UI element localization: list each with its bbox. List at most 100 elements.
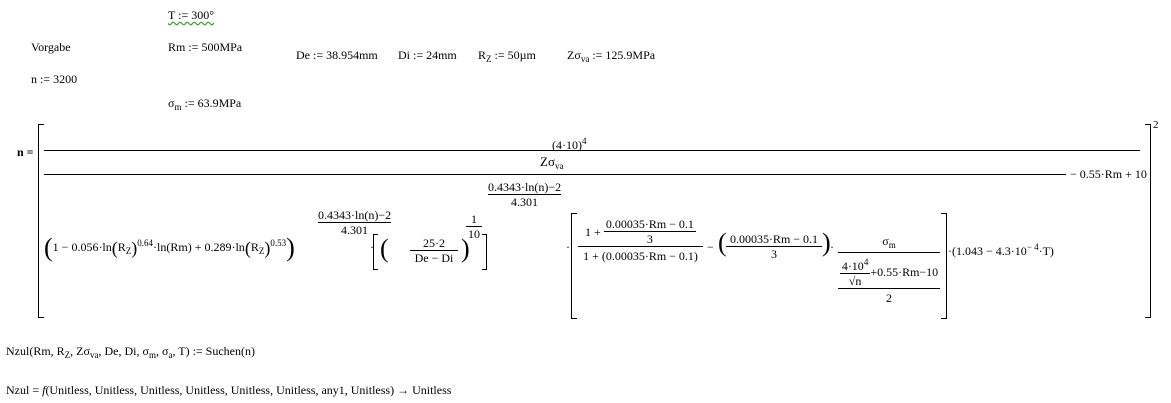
sigma-rule: [838, 252, 940, 253]
zsigma-denominator: Zσva: [540, 155, 563, 173]
f2-rparen-group: ): [461, 236, 470, 262]
region-De[interactable]: De := 38.954mm: [296, 48, 378, 62]
equation-tail: − 0.55·Rm + 10: [1070, 167, 1147, 181]
term1-den: 1 + (0.00035·Rm − 0.1): [583, 249, 698, 263]
nzul-lparen: (: [29, 344, 34, 358]
sig-den-num: 4·104: [840, 255, 871, 273]
f1-rp3: ): [264, 238, 271, 258]
f1-exp-den: 4.301: [341, 223, 369, 237]
Rm-assignment: Rm := 500MPa: [168, 40, 243, 54]
sigma-den-two: 2: [886, 291, 892, 305]
nzul-sub-z: Z: [64, 350, 71, 360]
term2-paren: (: [718, 230, 727, 256]
sig-den-frule: [839, 273, 871, 274]
region-nzul-result[interactable]: Nzul = f(Unitless, Unitless, Unitless, U…: [6, 383, 451, 397]
n-assignment: n := 3200: [31, 72, 78, 86]
term1-num: 1 + 0.00035·Rm − 0.1 3: [578, 217, 703, 246]
nzul-args-4: , σ: [155, 344, 169, 358]
f1-r: R: [117, 239, 126, 254]
f1-exp-num: 0.4343·ln(n)−2: [318, 208, 392, 222]
top-fraction-bar: [44, 150, 1140, 151]
f2-num: 25·2: [423, 236, 445, 250]
f2-exp-rule: [466, 226, 482, 227]
last-factor: ·(1.043 − 4.3·10− 4·T): [948, 240, 1054, 258]
sig-den-sqrt: √n: [848, 273, 862, 288]
sigma-den-top: 4·104 √n +0.55·Rm−10: [838, 253, 940, 288]
bracket-exp-rule: [488, 194, 562, 195]
De-assignment: De := 38.954mm: [296, 48, 378, 62]
term2-rule: [726, 246, 822, 247]
RZ-value: := 50µm: [494, 48, 536, 62]
factor1-lparen: (: [44, 233, 53, 262]
top-num-base: (4·10): [552, 138, 582, 152]
term2-dot: ·: [830, 240, 834, 254]
f1-rsub: Z: [125, 245, 132, 256]
f2-rule: [410, 250, 458, 251]
f1-exp-rule: [318, 222, 392, 223]
region-Rm[interactable]: Rm := 500MPa: [168, 40, 242, 54]
sigma-m-subscript: m: [174, 102, 182, 112]
bracket-exponent: 0.4343·ln(n)−2 4.301: [488, 180, 562, 209]
f1-exp064: 0.64: [137, 237, 154, 248]
region-Di[interactable]: Di := 24mm: [398, 48, 457, 62]
sig-den-frac: 4·104 √n: [839, 255, 871, 288]
factor1-part-b: ·ln(Rm) + 0.289·ln: [153, 239, 245, 254]
nzul-rparen: ): [185, 344, 190, 358]
rb-right-bracket: [941, 213, 947, 319]
f1-r2: R: [250, 239, 259, 254]
zs-symbol: Zσ: [540, 154, 555, 169]
vorgabe-keyword: Vorgabe: [31, 40, 71, 54]
T-assignment: T := 300°: [168, 8, 215, 22]
f2-exp-num: 1: [471, 212, 477, 226]
last-rparen: ): [1049, 244, 1054, 258]
f1-exp053: 0.53: [270, 237, 287, 248]
nzul-args-1: Rm, R: [33, 344, 65, 358]
factor1-part-a: 1 − 0.056·ln: [52, 239, 112, 254]
Zsigma-symbol: Zσ: [567, 48, 581, 62]
term2-rparen: ): [822, 228, 831, 257]
Di-assignment: Di := 24mm: [398, 48, 457, 62]
region-Zsigma[interactable]: Zσva := 125.9MPa: [567, 48, 655, 66]
factor1-exponent: 0.4343·ln(n)−2 4.301: [318, 208, 392, 237]
term1-num-a: 1 +: [585, 224, 601, 239]
term2-den: 3: [771, 247, 777, 261]
sig-den-a-exp: 4: [863, 257, 869, 267]
sigma-fraction: σm 4·104 √n +0.55·Rm−10 2: [838, 234, 940, 305]
region-T[interactable]: T := 300°: [168, 8, 214, 22]
sigma-num: σm: [838, 234, 940, 252]
Zsigma-subscript: va: [580, 54, 590, 64]
rb-left-bracket: [571, 213, 577, 319]
nzul-rhs: := Suchen(n): [192, 344, 255, 358]
f1-rsub2: Z: [258, 245, 265, 256]
region-vorgabe[interactable]: Vorgabe: [31, 40, 71, 54]
region-nzul-def[interactable]: Nzul(Rm, RZ, Zσva, De, Di, σm, σa, T) :=…: [6, 344, 255, 362]
region-sigma-m[interactable]: σm := 63.9MPa: [168, 96, 241, 114]
region-RZ[interactable]: RZ := 50µm: [478, 48, 536, 66]
f2-den: De − Di: [414, 251, 454, 265]
sig-num-sym: σ: [882, 234, 889, 248]
last-exp: − 4: [1026, 242, 1039, 252]
outer-right-bracket: [1145, 124, 1151, 318]
term1-num-frac: 0.00035·Rm − 0.1 3: [603, 217, 696, 246]
nzul-name: Nzul: [6, 344, 30, 358]
nzul-result-lhs: Nzul =: [6, 383, 40, 397]
f2-paren-group: (: [380, 236, 389, 262]
term2-rparen-wrap: ): [822, 230, 831, 256]
top-num-exp: 4: [582, 136, 587, 146]
last-lparen: (: [952, 244, 956, 258]
last-factor-text: 1.043 − 4.3·10: [956, 244, 1027, 258]
nzul-sub-a: a: [168, 350, 173, 360]
f2-right-bracket: [482, 234, 487, 270]
sigma-den-rule: [838, 288, 940, 289]
sigma-m-value: := 63.9MPa: [184, 96, 242, 110]
main-fraction-bar: [44, 174, 1066, 175]
f2-left-bracket: [373, 234, 378, 270]
bracket-exp-num: 0.4343·ln(n)−2: [488, 180, 562, 194]
region-n[interactable]: n := 3200: [31, 72, 77, 86]
nzul-result-f: f: [42, 383, 46, 397]
f1-rp2: ): [131, 238, 138, 258]
f1-lp2: (: [111, 238, 118, 258]
outer-exponent: 2: [1153, 119, 1159, 131]
bracket-exp-den: 4.301: [511, 195, 539, 209]
